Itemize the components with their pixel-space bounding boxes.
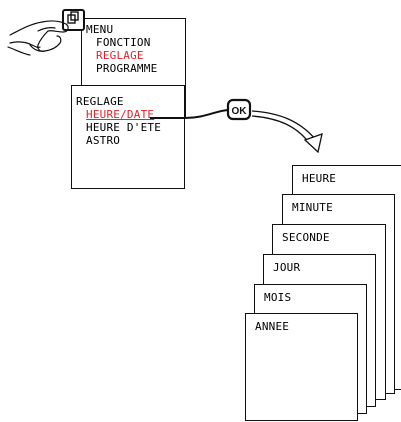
card-annee: ANNEE: [245, 313, 358, 421]
connector-line: [150, 109, 229, 119]
curved-arrow-icon: [251, 110, 323, 154]
reglage-item-heure-date[interactable]: HEURE/DATE: [86, 108, 155, 121]
ok-button-label: OK: [232, 106, 248, 117]
reglage-item-astro[interactable]: ASTRO: [86, 134, 121, 147]
menu-item-programme[interactable]: PROGRAMME: [96, 62, 158, 75]
reglage-screen: REGLAGE HEURE/DATE HEURE D'ETE ASTRO: [71, 85, 185, 189]
menu-item-fonction[interactable]: FONCTION: [96, 36, 151, 49]
hand-pressing-icon: [7, 20, 69, 56]
card-mois-label: MOIS: [264, 291, 292, 304]
menu-item-reglage[interactable]: REGLAGE: [96, 49, 144, 62]
menu-key-icon[interactable]: [62, 9, 85, 31]
card-annee-label: ANNEE: [255, 320, 290, 333]
card-heure-label: HEURE: [302, 172, 337, 185]
menu-title: MENU: [86, 23, 114, 36]
card-minute-label: MINUTE: [292, 201, 333, 214]
card-seconde-label: SECONDE: [282, 231, 330, 244]
reglage-title: REGLAGE: [76, 95, 124, 108]
ok-button[interactable]: OK: [226, 98, 252, 121]
reglage-item-heure-ete[interactable]: HEURE D'ETE: [86, 121, 162, 134]
card-jour-label: JOUR: [273, 261, 301, 274]
